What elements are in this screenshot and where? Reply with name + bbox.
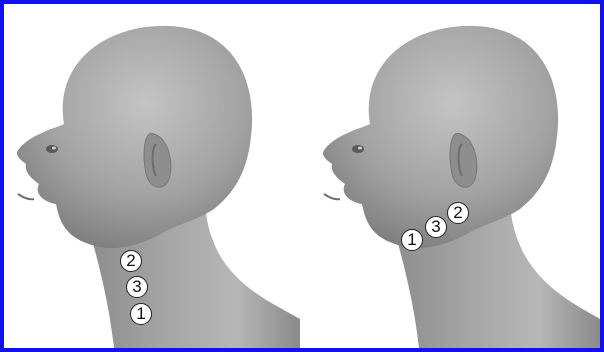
marker-3: 3 bbox=[425, 216, 447, 238]
head-profile-left-panel: 2 3 1 bbox=[4, 4, 304, 348]
head-profile-right-panel: 1 3 2 bbox=[304, 4, 604, 348]
marker-2: 2 bbox=[120, 250, 142, 272]
marker-1: 1 bbox=[130, 303, 152, 325]
marker-2: 2 bbox=[447, 202, 469, 224]
head-profile-right-image bbox=[304, 4, 604, 348]
head-profile-left-image bbox=[4, 4, 304, 348]
marker-3: 3 bbox=[126, 276, 148, 298]
marker-1: 1 bbox=[401, 229, 423, 251]
